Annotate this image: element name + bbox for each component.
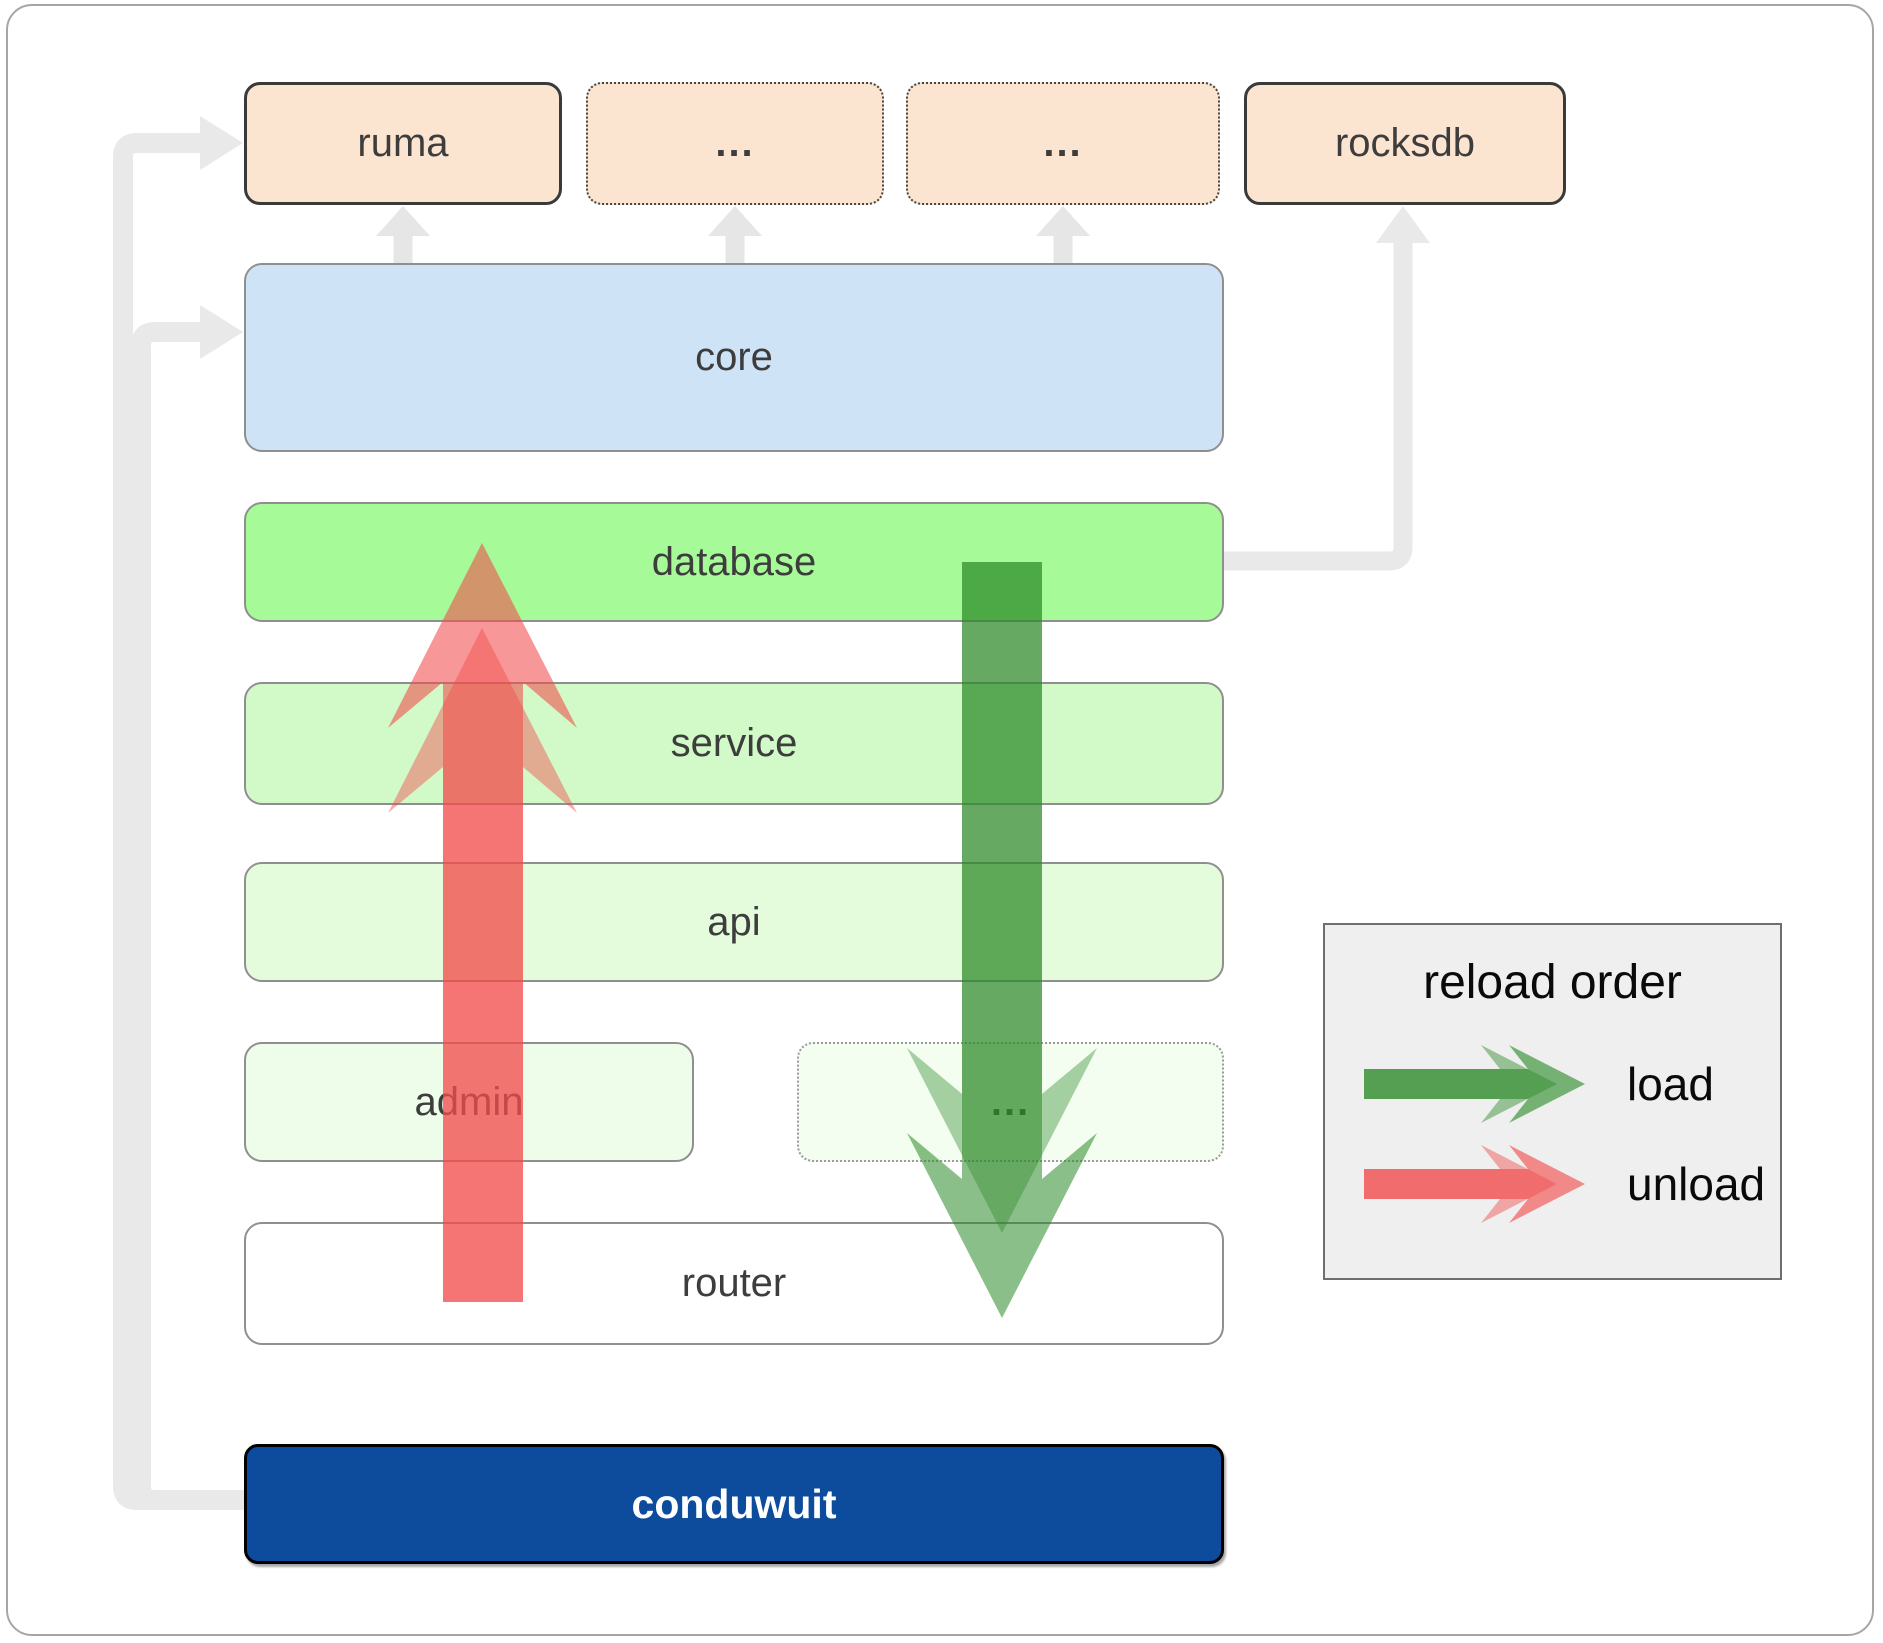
node-database: database [244,502,1224,622]
connector-core-to-dots-b [1036,206,1090,264]
legend-unload-arrow-overlay-icon [1364,1145,1557,1223]
load-arrow-icon [907,562,1097,1318]
legend-load-arrow-icon [1364,1045,1585,1123]
legend-arrows [1364,1045,1585,1223]
arrowhead-up-icon [708,206,762,236]
node-rocksdb: rocksdb [1244,82,1566,205]
connector-conduwuit-to-core [131,322,244,1510]
unload-arrow-overlay-icon [388,628,577,1302]
node-api: api [244,862,1224,982]
connector-core-to-ruma [376,206,430,264]
node-core: core [244,263,1224,452]
node-dots-b: ... [906,82,1220,205]
connector-conduwuit-to-ruma [113,133,244,1510]
load-arrow-overlay-icon [907,562,1097,1233]
legend-unload-label: unload [1627,1158,1766,1210]
legend-load-arrow-overlay-icon [1364,1045,1557,1123]
node-dots-a: ... [586,82,884,205]
legend-unload-arrow-icon [1364,1145,1585,1223]
connector-database-to-rocksdb [1224,240,1413,571]
unload-arrow-icon [388,543,577,1302]
outer-border [6,4,1874,1636]
arrowhead-up-icon [376,206,430,236]
legend: reload order load unload [1323,923,1782,1280]
legend-title: reload order [1423,956,1682,1009]
connector-core-to-dots-a [708,206,762,264]
arrowhead-into-ruma-icon [200,116,243,170]
legend-load-label: load [1627,1058,1714,1110]
arrowhead-into-core-icon [200,305,243,359]
arrowhead-up-icon [1036,206,1090,236]
arrowhead-into-rocksdb-icon [1376,206,1430,243]
